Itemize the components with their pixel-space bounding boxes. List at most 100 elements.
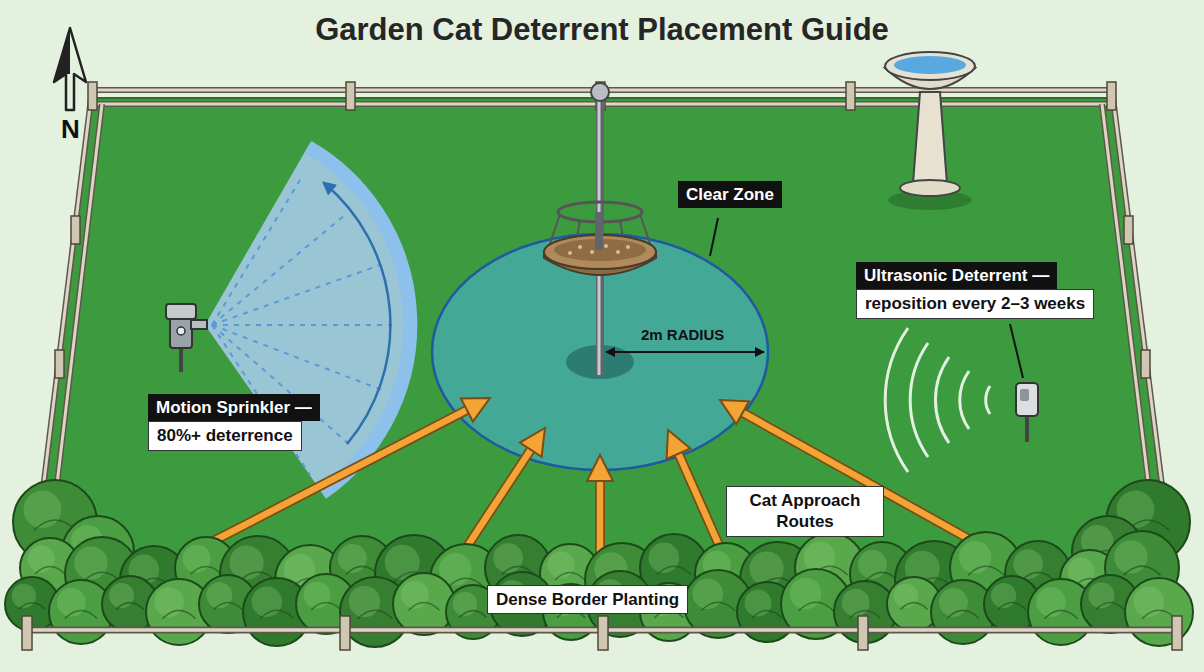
cat-approach-arrows bbox=[200, 398, 985, 565]
birdbath bbox=[900, 180, 960, 196]
callout-text: 80%+ deterrence bbox=[148, 421, 302, 450]
border-bushes bbox=[752, 611, 782, 619]
border-bushes bbox=[19, 603, 46, 610]
front-fence bbox=[22, 616, 1182, 650]
border-bushes bbox=[116, 603, 144, 610]
cat-approach-arrows bbox=[667, 430, 691, 459]
fence bbox=[71, 216, 80, 244]
sprinkler-spray bbox=[212, 265, 380, 325]
ultrasonic-waves bbox=[986, 386, 990, 414]
border-bushes bbox=[35, 567, 65, 575]
front-fence bbox=[22, 616, 32, 650]
bird-feeder bbox=[590, 250, 594, 254]
border-bushes bbox=[393, 573, 455, 635]
motion-sprinkler-device bbox=[191, 320, 207, 329]
sprinkler-spray bbox=[212, 324, 392, 326]
front-fence bbox=[1172, 616, 1182, 650]
border-bushes bbox=[1045, 610, 1078, 618]
border-bushes bbox=[799, 602, 834, 611]
border-bushes bbox=[163, 610, 196, 618]
bird-feeder bbox=[578, 245, 582, 249]
leader-line bbox=[710, 218, 718, 256]
bird-feeder bbox=[595, 212, 603, 250]
bird-feeder bbox=[616, 250, 620, 254]
compass-letter: N bbox=[61, 114, 80, 145]
border-bushes bbox=[358, 610, 393, 619]
border-bushes bbox=[701, 602, 735, 611]
north-arrow bbox=[54, 28, 86, 110]
fence bbox=[26, 82, 1180, 628]
callout-text: reposition every 2–3 weeks bbox=[856, 289, 1094, 318]
border-bushes bbox=[214, 603, 243, 610]
fence bbox=[88, 82, 97, 110]
motion-sprinkler-device bbox=[177, 327, 185, 335]
callout-box: Motion Sprinkler —80%+ deterrence bbox=[148, 394, 320, 451]
front-fence bbox=[340, 616, 350, 650]
motion-sprinkler-device bbox=[166, 304, 207, 372]
border-bushes bbox=[1125, 578, 1193, 646]
ultrasonic-device bbox=[1025, 414, 1029, 442]
cat-approach-arrows bbox=[720, 400, 749, 424]
border-bushes bbox=[750, 552, 784, 586]
sprinkler-spray bbox=[212, 215, 345, 325]
diagram-title: Garden Cat Deterrent Placement Guide bbox=[0, 12, 1204, 48]
callout-text: Ultrasonic Deterrent — bbox=[856, 262, 1057, 289]
birdbath bbox=[885, 52, 975, 80]
birdbath bbox=[894, 56, 966, 74]
bird-feeder bbox=[604, 244, 608, 248]
border-bushes bbox=[959, 541, 991, 573]
border-bushes bbox=[260, 610, 294, 619]
ultrasonic-waves bbox=[935, 357, 949, 443]
sprinkler-spray bbox=[212, 325, 382, 390]
border-bushes bbox=[393, 573, 455, 635]
callout-text: Clear Zone bbox=[678, 181, 782, 208]
north-arrow bbox=[54, 28, 70, 82]
front-fence bbox=[858, 616, 868, 650]
fence bbox=[846, 82, 855, 110]
border-bushes bbox=[65, 610, 97, 618]
border-bushes bbox=[947, 610, 979, 618]
fence bbox=[346, 82, 355, 110]
birdbath bbox=[913, 92, 947, 184]
border-bushes bbox=[866, 572, 898, 580]
radius-dimension-line bbox=[606, 351, 764, 353]
dimension-label: 2m RADIUS bbox=[641, 326, 724, 343]
sprinkler-spray bbox=[308, 147, 410, 493]
border-bushes bbox=[409, 602, 440, 610]
cat-approach-arrows bbox=[587, 455, 613, 481]
border-bushes bbox=[901, 603, 928, 610]
border-bushes bbox=[968, 566, 1004, 575]
bird-feeder bbox=[544, 83, 656, 375]
fence bbox=[1141, 350, 1150, 378]
motion-sprinkler-device bbox=[179, 346, 183, 372]
cat-approach-arrows bbox=[520, 428, 545, 457]
bird-feeder bbox=[598, 98, 601, 375]
border-bushes bbox=[311, 603, 341, 611]
sprinkler-spray bbox=[324, 183, 390, 444]
border-bushes bbox=[1114, 540, 1147, 573]
ultrasonic-device bbox=[1016, 383, 1038, 442]
border-bushes bbox=[460, 611, 487, 618]
fence bbox=[39, 82, 1166, 512]
callout-box: Ultrasonic Deterrent —reposition every 2… bbox=[856, 262, 1094, 319]
border-bushes bbox=[1124, 566, 1161, 575]
ultrasonic-waves bbox=[885, 328, 990, 472]
motion-sprinkler-device bbox=[170, 318, 192, 348]
motion-sprinkler-device bbox=[166, 304, 196, 319]
bird-feeder bbox=[591, 83, 609, 101]
cat-approach-arrows bbox=[461, 398, 490, 421]
border-bushes bbox=[555, 573, 585, 581]
fence bbox=[1124, 216, 1133, 244]
ultrasonic-device bbox=[1016, 383, 1038, 416]
border-bushes bbox=[657, 566, 691, 575]
ultrasonic-waves bbox=[910, 343, 928, 457]
border-bushes bbox=[346, 566, 378, 574]
callout-text: Dense Border Planting bbox=[487, 585, 688, 614]
fence bbox=[1107, 82, 1116, 110]
border-bushes bbox=[74, 546, 107, 579]
lawn bbox=[28, 98, 1178, 628]
birdbath bbox=[885, 52, 975, 210]
border-bushes bbox=[24, 491, 62, 529]
